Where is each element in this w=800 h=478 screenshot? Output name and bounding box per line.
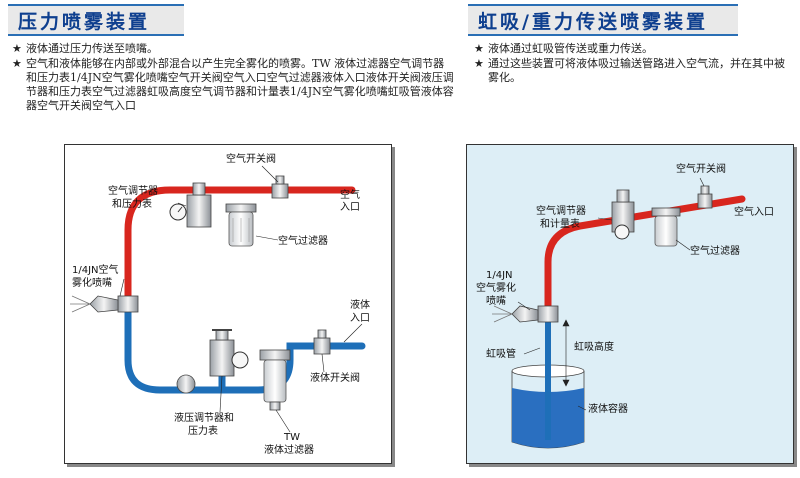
left-air-switch-valve [271,175,289,199]
right-label-air-regulator-2: 和计量表 [540,219,580,230]
left-label-liquid-inlet-2: 入口 [350,313,370,324]
right-air-filter [651,207,681,247]
right-air-switch-valve [697,185,713,209]
right-bullet-1: ★ 液体通过虹吸管传送或重力传送。 [474,42,653,55]
right-label-liquid-container: 液体容器 [588,404,628,415]
left-label-air-inlet-2: 入口 [340,202,360,213]
right-label-nozzle-2: 空气雾化 [476,283,516,294]
left-hydraulic-regulator [176,329,249,394]
left-title: 压力喷雾装置 [18,10,151,33]
right-label-air-filter: 空气过滤器 [690,246,740,257]
left-liquid-switch-valve [313,329,331,355]
star-icon: ★ [474,57,484,70]
star-icon: ★ [12,57,22,70]
right-label-air-regulator-1: 空气调节器 [536,206,586,217]
left-bullet-2: ★ 空气和液体能够在内部或外部混合以产生完全雾化的喷雾。TW 液体过滤器空气调节… [12,57,454,112]
left-liquid-line [124,306,366,394]
right-label-nozzle-1: 1/4JN [486,270,513,281]
left-nozzle [70,295,139,313]
left-air-regulator [169,182,212,228]
left-label-air-inlet-1: 空气 [340,190,360,201]
left-label-liquid-inlet-1: 液体 [350,300,370,311]
left-label-air-regulator-1: 空气调节器 [108,186,158,197]
right-label-air-switch-valve: 空气开关阀 [676,164,726,175]
left-label-liquid-switch-valve: 液体开关阀 [310,373,360,384]
left-label-nozzle-2: 雾化喷嘴 [72,278,112,289]
right-label-nozzle-3: 喷嘴 [486,296,506,307]
star-icon: ★ [474,42,484,55]
left-label-tw-filter-2: 液体过滤器 [264,445,314,456]
left-label-tw-filter-1: TW [284,432,300,443]
left-label-air-regulator-2: 和压力表 [112,199,152,210]
left-label-air-filter: 空气过滤器 [278,236,328,247]
right-air-regulator [611,189,635,240]
right-bullet-2: ★ 通过这些装置可将液体吸过输送管路进入空气流，并在其中被雾化。 [474,57,785,84]
left-label-hydraulic-regulator-2: 压力表 [188,426,218,437]
left-label-hydraulic-regulator-1: 液压调节器和 [174,413,234,424]
right-siphon-height-dimension [562,319,570,387]
left-title-bar: 压力喷雾装置 [8,4,184,36]
left-tw-filter [259,349,291,411]
right-air-line [544,195,746,314]
star-icon: ★ [12,42,22,55]
right-title: 虹吸/重力传送喷雾装置 [478,10,708,33]
left-label-air-switch-valve: 空气开关阀 [226,154,276,165]
right-label-siphon-tube: 虹吸管 [486,349,516,360]
right-nozzle [492,305,559,323]
right-label-air-inlet: 空气入口 [734,207,774,218]
left-air-line [124,186,356,300]
right-title-bar: 虹吸/重力传送喷雾装置 [468,4,738,36]
left-air-filter [225,203,257,247]
left-bullet-1: ★ 液体通过压力传送至喷嘴。 [12,42,158,55]
right-label-siphon-height: 虹吸高度 [574,342,614,353]
left-label-nozzle-1: 1/4JN空气 [72,265,119,276]
